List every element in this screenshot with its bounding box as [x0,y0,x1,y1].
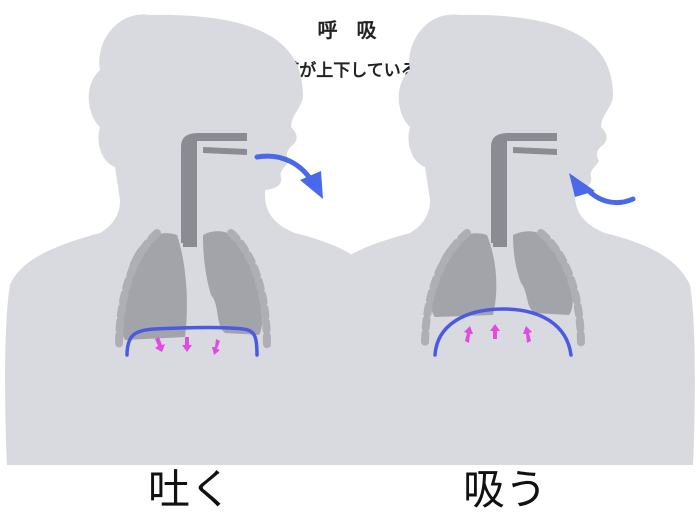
exhale-ribs-left [115,229,161,351]
inhale-caption: 吸う [462,465,547,514]
exhale-caption: 吐く [147,465,232,514]
exhale-arrow-down-left [155,337,165,352]
diagram-title: 呼 吸 [317,18,383,42]
inhale-panel [315,14,695,465]
inhale-arrow-up-left [464,326,473,343]
exhale-airflow-arrowhead [300,171,323,199]
exhale-ribs-right [227,229,271,351]
inhale-trachea [493,225,507,247]
inhale-arrow-up-center [490,324,500,339]
exhale-diaphragm-arrows [155,337,220,355]
inhale-diaphragm-arrows [464,324,532,343]
inhale-ribs-right [537,229,585,351]
exhale-diaphragm [125,325,259,357]
inhale-diaphragm [433,307,573,357]
exhale-trachea [183,225,197,247]
inhale-airflow-arrowhead [569,173,595,197]
exhale-panel [5,14,385,465]
exhale-arrow-down-center [182,337,192,352]
exhale-arrow-down-right [212,339,220,355]
inhale-ribs-left [421,229,471,351]
inhale-arrow-up-right [523,326,532,343]
